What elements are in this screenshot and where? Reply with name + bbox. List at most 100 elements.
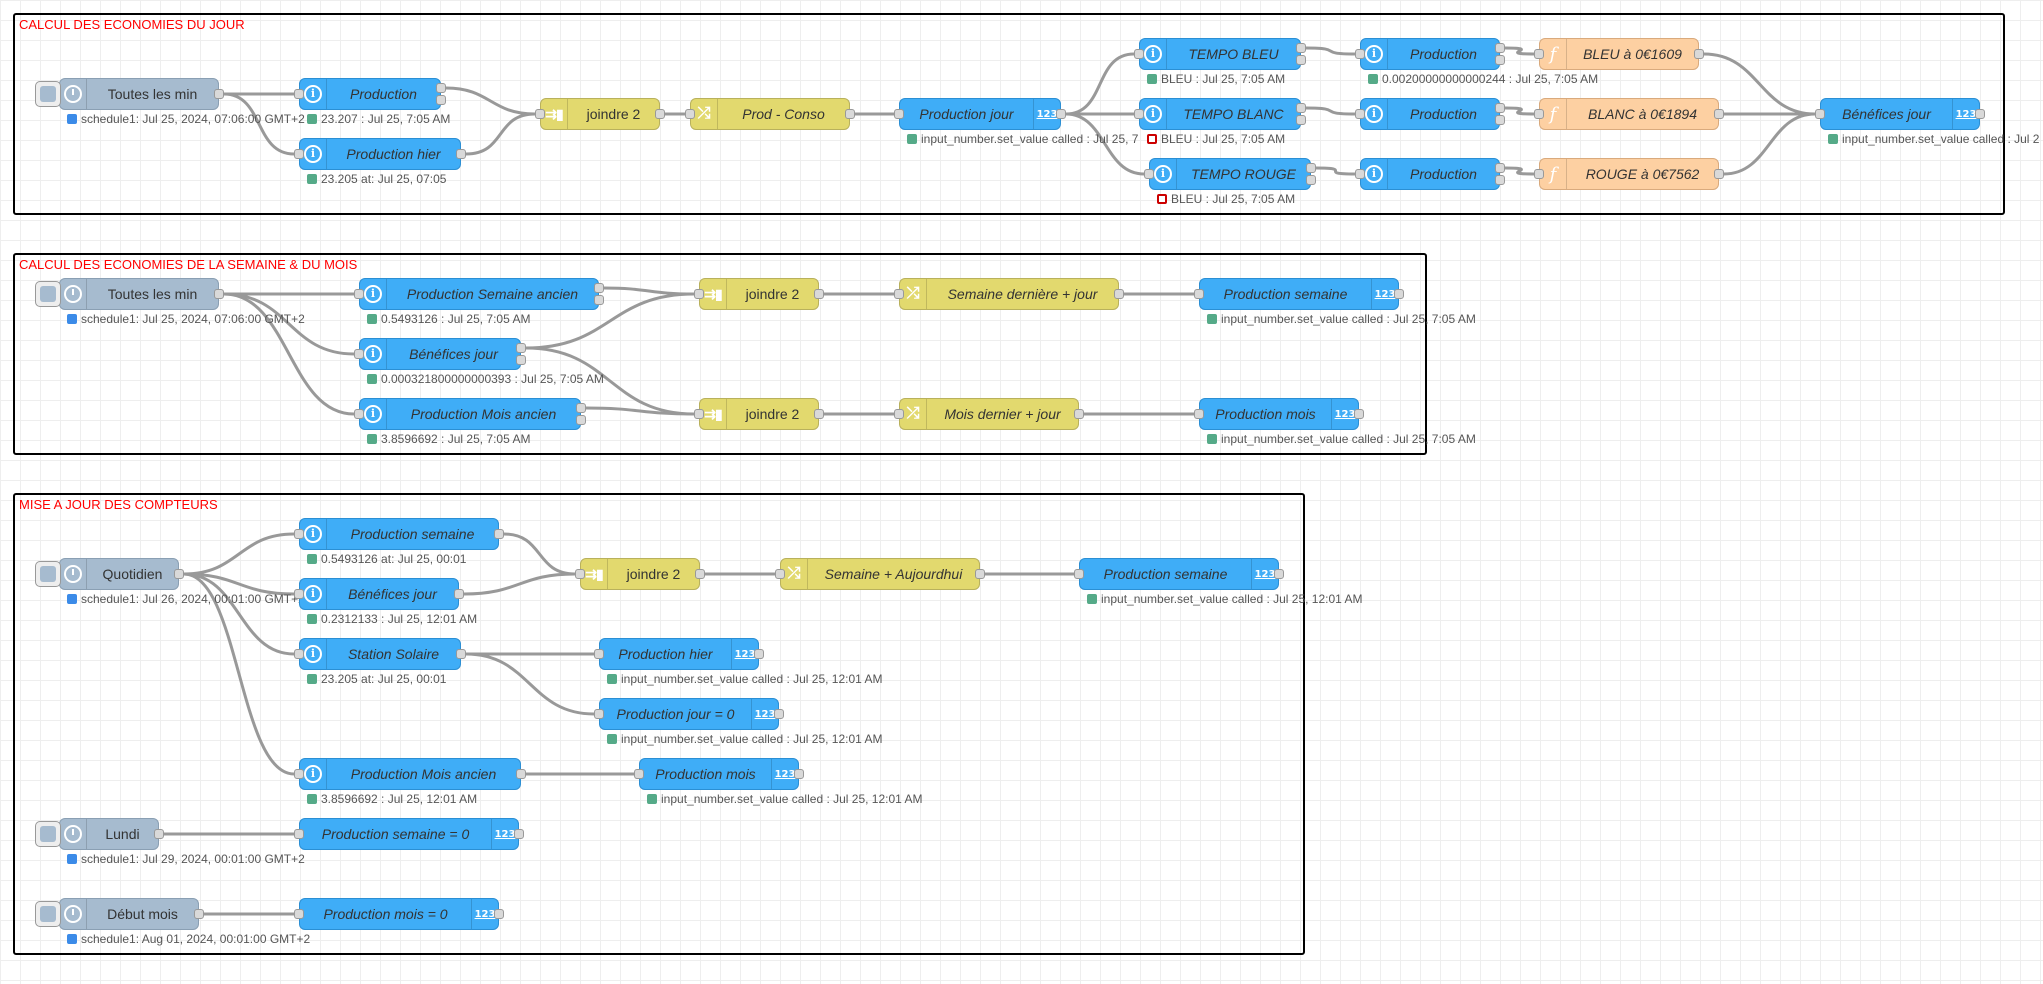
output-port[interactable] — [1495, 55, 1505, 65]
input-port[interactable] — [1134, 109, 1144, 119]
output-port[interactable] — [456, 149, 466, 159]
inject-button[interactable] — [35, 561, 61, 587]
input-port[interactable] — [294, 529, 304, 539]
input-port[interactable] — [294, 829, 304, 839]
output-port[interactable] — [436, 83, 446, 93]
inject-node-toutes-les-min[interactable]: Toutes les min — [59, 278, 224, 310]
output-port[interactable] — [1114, 289, 1124, 299]
input-port[interactable] — [694, 409, 704, 419]
inject-button[interactable] — [35, 81, 61, 107]
output-port[interactable] — [1296, 103, 1306, 113]
input-port[interactable] — [685, 109, 695, 119]
input-port[interactable] — [594, 709, 604, 719]
output-port[interactable] — [214, 289, 224, 299]
output-port[interactable] — [576, 415, 586, 425]
output-port[interactable] — [154, 829, 164, 839]
output-port[interactable] — [975, 569, 985, 579]
join-node-joindre-2[interactable]: ⇉▮joindre 2 — [575, 558, 705, 590]
input-port[interactable] — [294, 89, 304, 99]
input-port[interactable] — [894, 109, 904, 119]
output-port[interactable] — [594, 295, 604, 305]
input-port[interactable] — [294, 649, 304, 659]
input-port[interactable] — [294, 149, 304, 159]
output-port[interactable] — [516, 343, 526, 353]
group-g3[interactable]: MISE A JOUR DES COMPTEURS — [13, 493, 1305, 955]
output-port[interactable] — [1394, 289, 1404, 299]
input-port[interactable] — [775, 569, 785, 579]
output-port[interactable] — [456, 649, 466, 659]
output-port[interactable] — [1975, 109, 1985, 119]
input-port[interactable] — [594, 649, 604, 659]
input-port[interactable] — [294, 909, 304, 919]
join-node-joindre-2[interactable]: ⇉▮joindre 2 — [694, 398, 824, 430]
output-port[interactable] — [1495, 115, 1505, 125]
join-node-joindre-2[interactable]: ⇉▮joindre 2 — [535, 98, 665, 130]
output-port[interactable] — [1495, 103, 1505, 113]
output-port[interactable] — [174, 569, 184, 579]
join-node-joindre-2[interactable]: ⇉▮joindre 2 — [694, 278, 824, 310]
change-node-prod-conso[interactable]: ⤮Prod - Conso — [685, 98, 855, 130]
output-port[interactable] — [494, 529, 504, 539]
input-port[interactable] — [1355, 109, 1365, 119]
inject-node-lundi[interactable]: Lundi — [59, 818, 164, 850]
inject-node-toutes-les-min[interactable]: Toutes les min — [59, 78, 224, 110]
input-port[interactable] — [294, 769, 304, 779]
input-port[interactable] — [1194, 409, 1204, 419]
input-port[interactable] — [354, 349, 364, 359]
output-port[interactable] — [594, 283, 604, 293]
change-node-mois-dernier-jour[interactable]: ⤮Mois dernier + jour — [894, 398, 1084, 430]
output-port[interactable] — [1296, 115, 1306, 125]
group-g1[interactable]: CALCUL DES ECONOMIES DU JOUR — [13, 13, 2005, 215]
output-port[interactable] — [436, 95, 446, 105]
output-port[interactable] — [655, 109, 665, 119]
output-port[interactable] — [1306, 163, 1316, 173]
output-port[interactable] — [514, 829, 524, 839]
group-g2[interactable]: CALCUL DES ECONOMIES DE LA SEMAINE & DU … — [13, 253, 1427, 455]
input-port[interactable] — [1534, 109, 1544, 119]
input-port[interactable] — [1355, 169, 1365, 179]
output-port[interactable] — [516, 769, 526, 779]
change-node-semaine-aujourdhui[interactable]: ⤮Semaine + Aujourdhui — [775, 558, 985, 590]
output-port[interactable] — [1495, 163, 1505, 173]
input-port[interactable] — [1534, 169, 1544, 179]
inject-button[interactable] — [35, 821, 61, 847]
output-port[interactable] — [214, 89, 224, 99]
input-port[interactable] — [694, 289, 704, 299]
input-port[interactable] — [354, 409, 364, 419]
input-port[interactable] — [575, 569, 585, 579]
input-port[interactable] — [894, 289, 904, 299]
output-port[interactable] — [1296, 43, 1306, 53]
input-port[interactable] — [535, 109, 545, 119]
output-port[interactable] — [845, 109, 855, 119]
inject-button[interactable] — [35, 901, 61, 927]
output-port[interactable] — [1495, 175, 1505, 185]
output-port[interactable] — [754, 649, 764, 659]
output-port[interactable] — [794, 769, 804, 779]
output-port[interactable] — [1296, 55, 1306, 65]
output-port[interactable] — [1354, 409, 1364, 419]
output-port[interactable] — [1074, 409, 1084, 419]
